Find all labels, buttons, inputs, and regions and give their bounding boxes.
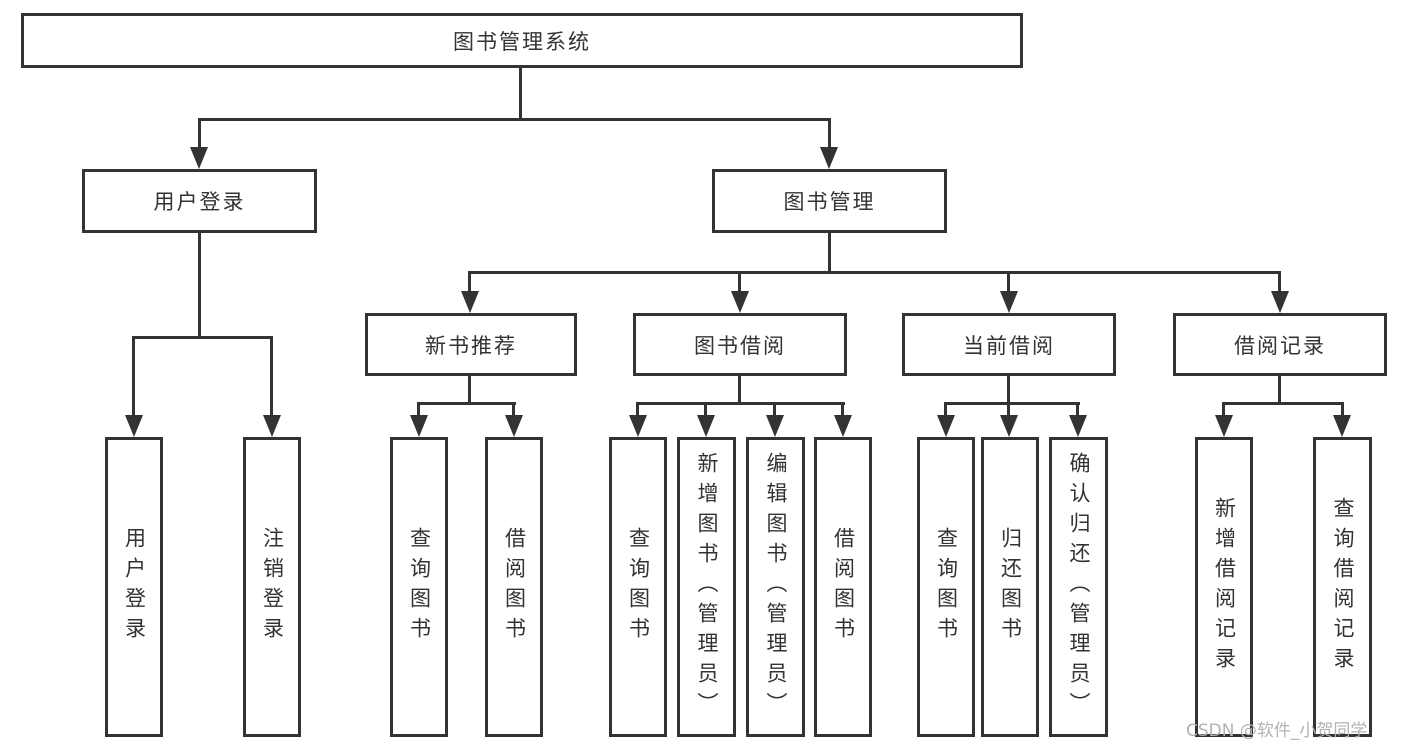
leaf-user-login-label: 用户登录 (122, 527, 147, 647)
edge-drop-leaf-login (132, 336, 135, 418)
edge-book-mgmt-stem (828, 233, 831, 274)
leaf-bb-edit-book-admin: 编辑图书（管理员） (746, 437, 805, 737)
arrow-book-borrow (731, 291, 749, 313)
leaf-logout: 注销登录 (243, 437, 301, 737)
leaf-rec-borrow-book: 借阅图书 (485, 437, 543, 737)
arrow-br-add (1215, 415, 1233, 437)
edge-level1-bar (198, 118, 831, 121)
arrow-new-book (461, 291, 479, 313)
leaf-bb-query-book: 查询图书 (609, 437, 667, 737)
node-root: 图书管理系统 (21, 13, 1023, 68)
node-root-label: 图书管理系统 (453, 29, 591, 54)
edge-root-stem (519, 68, 522, 120)
arrow-bb-borrow (834, 415, 852, 437)
leaf-bb-borrow-book-label: 借阅图书 (831, 527, 856, 647)
arrow-bb-add (697, 415, 715, 437)
leaf-cb-confirm-return-admin: 确认归还（管理员） (1049, 437, 1108, 737)
edge-drop-rec-query (417, 402, 420, 418)
leaf-cb-query-book-label: 查询图书 (934, 527, 959, 647)
leaf-user-login: 用户登录 (105, 437, 163, 737)
arrow-cb-query (937, 415, 955, 437)
leaf-br-add-record: 新增借阅记录 (1195, 437, 1253, 737)
arrow-current-borrow (1000, 291, 1018, 313)
node-new-book-rec: 新书推荐 (365, 313, 577, 376)
edge-drop-bb-edit (773, 402, 776, 418)
node-current-borrow: 当前借阅 (902, 313, 1116, 376)
leaf-cb-return-book-label: 归还图书 (998, 527, 1023, 647)
arrow-leaf-login (125, 415, 143, 437)
arrow-bb-edit (766, 415, 784, 437)
arrow-bb-query (629, 415, 647, 437)
leaf-cb-query-book: 查询图书 (917, 437, 975, 737)
node-book-mgmt: 图书管理 (712, 169, 947, 233)
node-book-borrow: 图书借阅 (633, 313, 847, 376)
arrow-rec-query (410, 415, 428, 437)
leaf-br-query-record: 查询借阅记录 (1313, 437, 1372, 737)
node-user-login: 用户登录 (82, 169, 317, 233)
node-current-borrow-label: 当前借阅 (963, 333, 1055, 358)
edge-drop-book-mgmt (828, 118, 831, 150)
node-user-login-label: 用户登录 (153, 190, 246, 214)
edge-drop-leaf-logout (270, 336, 273, 418)
node-borrow-records: 借阅记录 (1173, 313, 1387, 376)
leaf-rec-query-book: 查询图书 (390, 437, 448, 737)
leaf-cb-confirm-return-admin-label: 确认归还（管理员） (1067, 452, 1091, 722)
edge-drop-bb-query (636, 402, 639, 418)
edge-drop-rec-borrow (512, 402, 515, 418)
edge-drop-bb-add (704, 402, 707, 418)
csdn-watermark: CSDN @软件_小贺同学 (1186, 721, 1368, 741)
edge-user-login-bar (132, 336, 273, 339)
edge-book-borrow-bar (636, 402, 845, 405)
edge-drop-br-query (1341, 402, 1344, 418)
arrow-leaf-logout (263, 415, 281, 437)
node-borrow-records-label: 借阅记录 (1234, 333, 1326, 358)
leaf-rec-borrow-book-label: 借阅图书 (502, 527, 527, 647)
arrow-book-mgmt (820, 147, 838, 169)
leaf-bb-add-book-admin-label: 新增图书（管理员） (695, 452, 719, 722)
edge-drop-borrow-records (1278, 271, 1281, 295)
leaf-br-query-record-label: 查询借阅记录 (1331, 497, 1355, 677)
edge-drop-cb-confirm (1076, 402, 1079, 418)
edge-new-book-stem (468, 376, 471, 405)
edge-drop-current-borrow (1007, 271, 1010, 295)
edge-borrow-records-bar (1222, 402, 1344, 405)
node-book-borrow-label: 图书借阅 (694, 333, 786, 358)
leaf-cb-return-book: 归还图书 (981, 437, 1039, 737)
leaf-logout-label: 注销登录 (260, 527, 285, 647)
leaf-rec-query-book-label: 查询图书 (407, 527, 432, 647)
leaf-bb-edit-book-admin-label: 编辑图书（管理员） (764, 452, 788, 722)
edge-borrow-records-stem (1278, 376, 1281, 405)
arrow-borrow-records (1271, 291, 1289, 313)
edge-drop-bb-borrow (841, 402, 844, 418)
leaf-br-add-record-label: 新增借阅记录 (1212, 497, 1237, 677)
edge-user-login-stem (198, 233, 201, 339)
edge-drop-br-add (1222, 402, 1225, 418)
leaf-bb-borrow-book: 借阅图书 (814, 437, 872, 737)
leaf-bb-add-book-admin: 新增图书（管理员） (677, 437, 736, 737)
arrow-cb-confirm (1069, 415, 1087, 437)
node-book-mgmt-label: 图书管理 (783, 190, 876, 214)
leaf-bb-query-book-label: 查询图书 (626, 527, 651, 647)
arrow-rec-borrow (505, 415, 523, 437)
edge-drop-cb-return (1007, 402, 1010, 418)
edge-drop-book-borrow (738, 271, 741, 295)
node-new-book-rec-label: 新书推荐 (425, 333, 517, 358)
edge-new-book-bar (417, 402, 516, 405)
edge-current-borrow-bar (944, 402, 1080, 405)
arrow-cb-return (1000, 415, 1018, 437)
edge-book-borrow-stem (738, 376, 741, 405)
arrow-br-query (1333, 415, 1351, 437)
arrow-user-login (190, 147, 208, 169)
edge-drop-cb-query (944, 402, 947, 418)
edge-drop-new-book (468, 271, 471, 295)
edge-level3-bar (468, 271, 1281, 274)
edge-drop-user-login (198, 118, 201, 150)
edge-current-borrow-stem (1007, 376, 1010, 405)
